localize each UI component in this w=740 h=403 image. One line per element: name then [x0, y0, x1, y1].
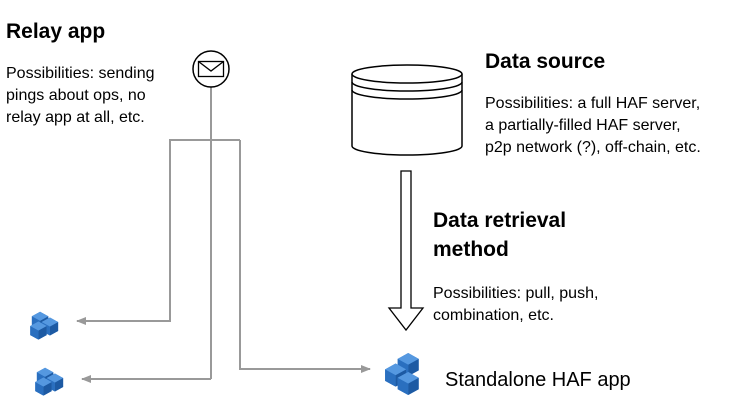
retrieval-title-line-1: Data retrieval	[433, 209, 566, 232]
data-source-title: Data source	[485, 50, 605, 73]
relay-description-line-3: relay app at all, etc.	[6, 109, 145, 126]
cube-cluster-icon	[35, 367, 64, 396]
standalone-app-label: Standalone HAF app	[445, 369, 631, 391]
relay-description-line-1: Possibilities: sending	[6, 65, 155, 82]
cube-cluster-icon	[385, 353, 419, 396]
retrieval-description-line-2: combination, etc.	[433, 307, 554, 324]
cube-cluster-icon	[30, 311, 59, 340]
envelope-icon	[192, 50, 230, 88]
retrieval-title-line-2: method	[433, 238, 509, 261]
retrieval-description-line-1: Possibilities: pull, push,	[433, 285, 598, 302]
database-cylinder-icon	[351, 64, 463, 156]
retrieval-arrow	[387, 170, 425, 332]
relay-description-line-2: pings about ops, no	[6, 87, 146, 104]
data-source-description-line-2: a partially-filled HAF server,	[485, 117, 681, 134]
relay-title: Relay app	[6, 20, 105, 43]
relay-connectors	[76, 86, 371, 383]
data-source-description-line-3: p2p network (?), off-chain, etc.	[485, 139, 701, 156]
data-source-description-line-1: Possibilities: a full HAF server,	[485, 95, 700, 112]
